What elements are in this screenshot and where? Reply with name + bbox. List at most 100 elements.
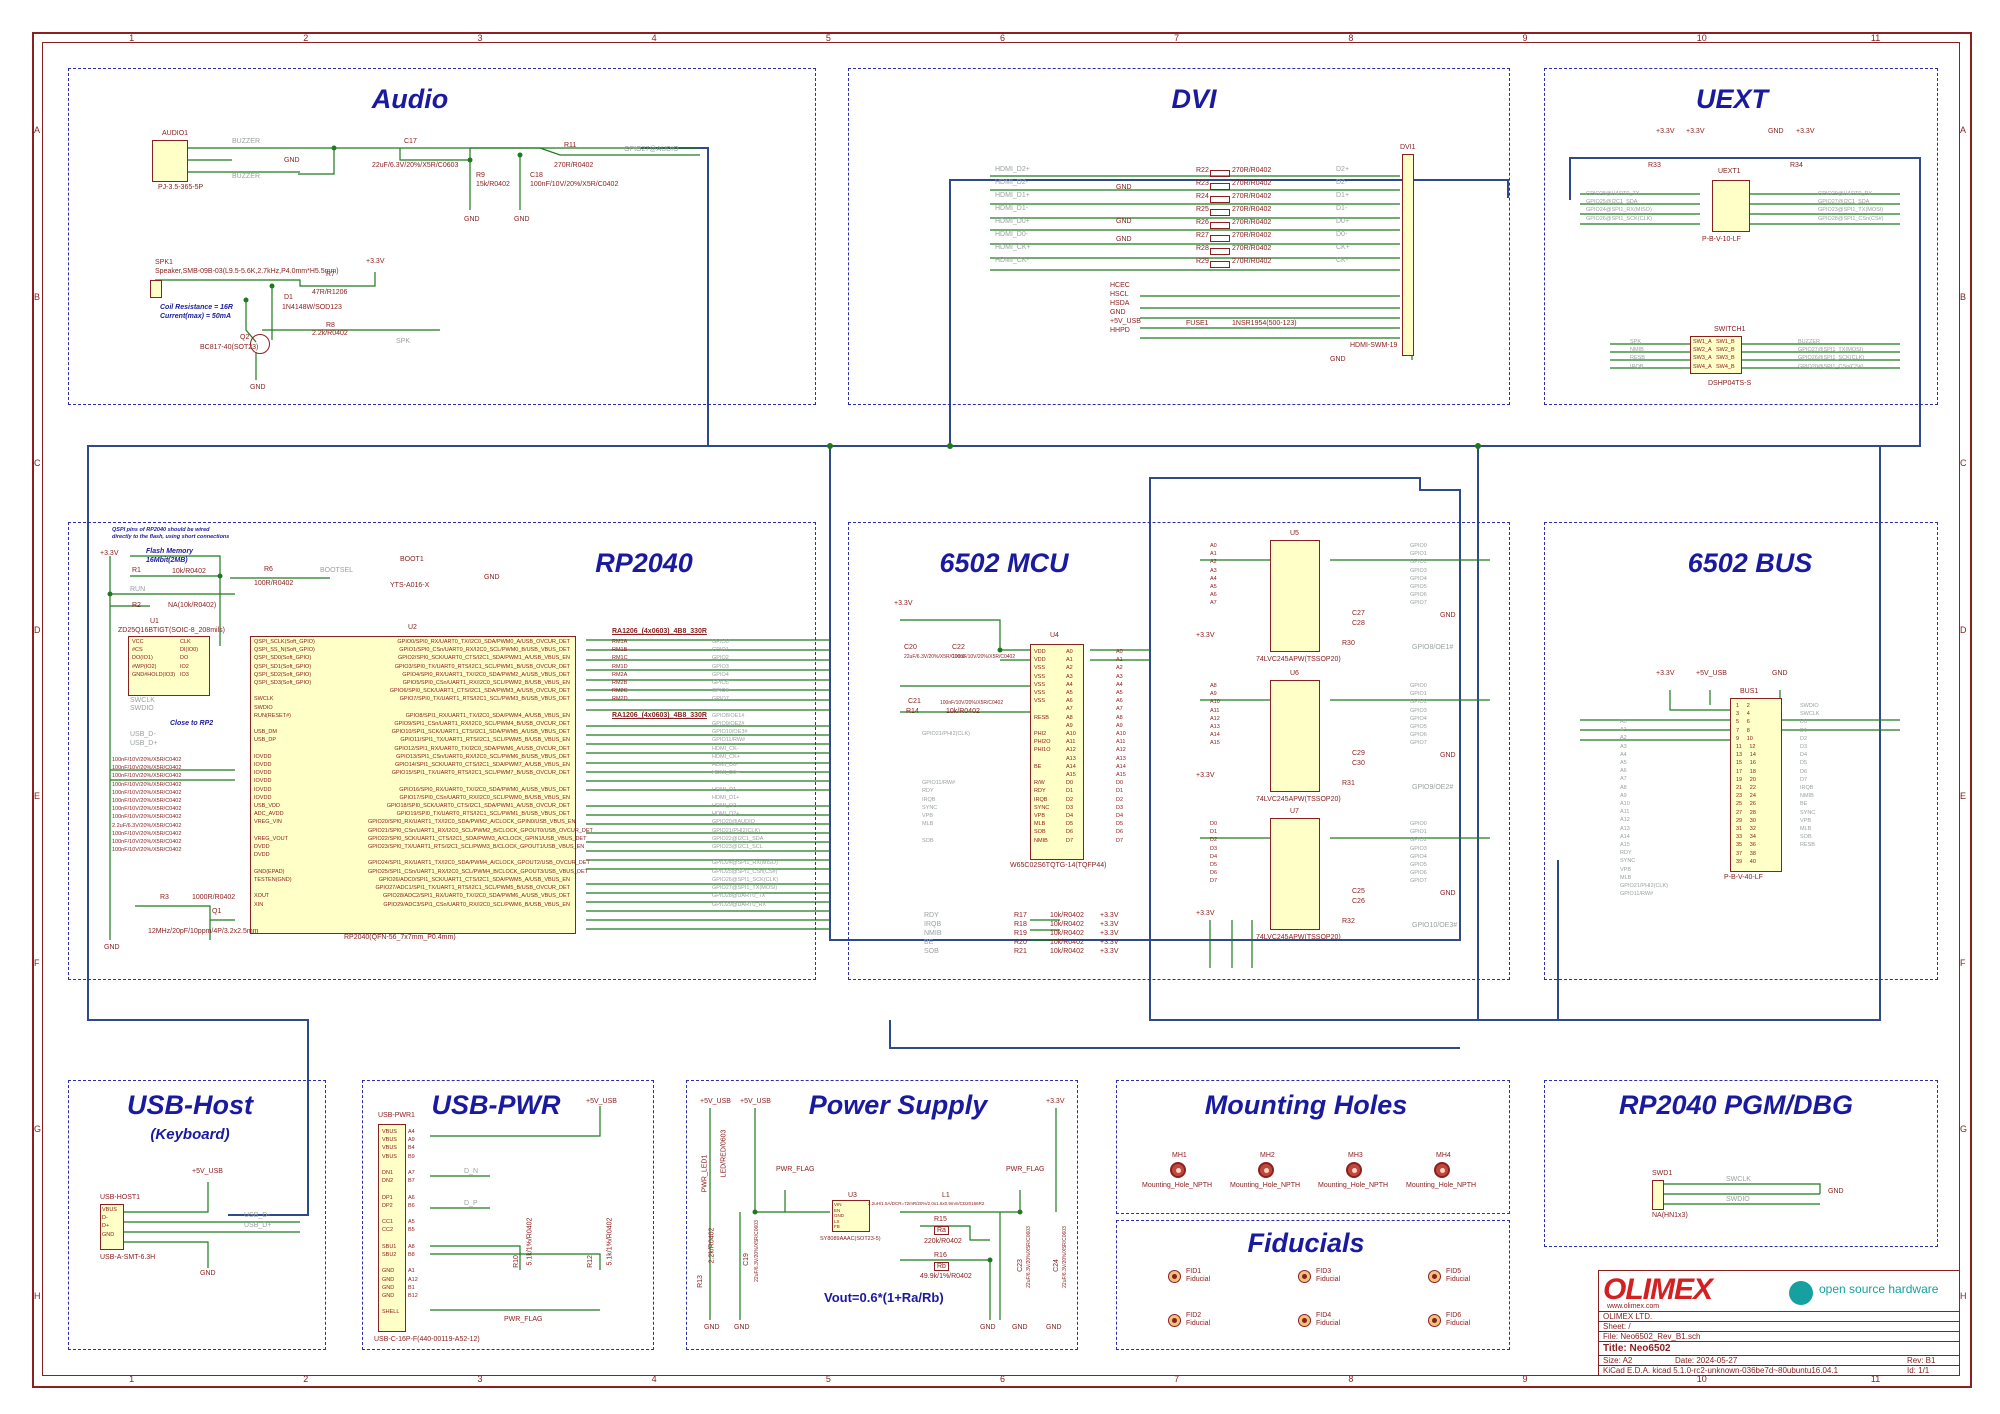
u4-value: W65C02S6TQTG-14(TQFP44) — [1010, 862, 1107, 869]
r15-ref: R15 — [934, 1216, 947, 1223]
rp2040-pin: IOVDD — [254, 786, 272, 793]
bus-net: A6 — [1620, 768, 1627, 775]
crystal-value: 12MHz/20pF/10ppm/4P/3.2x2.5mm — [148, 928, 259, 935]
u4-left-net — [922, 722, 970, 730]
pullup-value: 10k/R0402 — [1050, 948, 1084, 955]
rp2040-pin: QSPI_SS_N(Soft_GPIO) — [254, 647, 315, 654]
section-title-audio: Audio — [371, 84, 449, 114]
c21-ref: C21 — [908, 698, 921, 705]
rp2040-pin: GPIO24/SPI1_RX/UART1_TX/I2C0_SDA/PWM4_A/… — [368, 860, 590, 867]
mounting-hole-value: Mounting_Hole_NPTH — [1230, 1182, 1301, 1189]
usb-c-pin — [382, 1210, 399, 1218]
buffer-net: GPIO1 — [1410, 829, 1427, 836]
decoupling-cap: 100nF/10V/20%/X5R/C0402 — [112, 781, 182, 788]
tb-file: File: Neo6502_Rev_B1.sch — [1599, 1331, 1959, 1341]
u4-left-net: SYNC — [922, 804, 938, 811]
ruler-col-label: 9 — [1522, 33, 1528, 43]
rp2040-pin: QSPI_SD0(Soft_GPIO) — [254, 655, 312, 662]
tb-size-row: Size: A2 Date: 2024-05-27 Rev: B1 — [1599, 1355, 1959, 1365]
buffer-cap-ref: C25 — [1352, 888, 1365, 895]
bus-v5: +5V_USB — [1696, 670, 1727, 677]
section-6502-bus — [1544, 522, 1938, 980]
bus-net: A15 — [1620, 842, 1630, 849]
r14-ref: R14 — [906, 708, 919, 715]
ruler-col-label: 7 — [1174, 33, 1180, 43]
switch-pin: SW1_B — [1716, 339, 1735, 345]
mounting-hole-ref: MH2 — [1260, 1152, 1275, 1159]
buffer-cap-ref: C26 — [1352, 898, 1365, 905]
net-swclk: SWCLK — [130, 697, 155, 704]
usb-host-5v: +5V_USB — [192, 1168, 223, 1175]
uext-v33-b: +3.3V — [1686, 128, 1705, 135]
l1-value: 2.2uH/1.5A/DCR=72mR/20%/2.0x1.6x0.9mm/CD… — [868, 1201, 985, 1206]
usb-c-pin: SBU1 — [382, 1243, 397, 1250]
pullup-net: IRQB — [924, 921, 942, 928]
u1-ref: U1 — [150, 618, 159, 625]
r1-value: 10k/R0402 — [172, 568, 206, 575]
u4-pin: VDD — [1034, 649, 1046, 655]
section-title-rp2040-pgm-dbg: RP2040 PGM/DBG — [1618, 1090, 1854, 1120]
section-fiducials — [1116, 1220, 1510, 1350]
r13-ref: R13 — [696, 1275, 704, 1288]
switch-pin: SW4_A — [1693, 363, 1712, 370]
c19-ref: C19 — [742, 1253, 750, 1266]
bus-net: A9 — [1620, 792, 1627, 799]
usb-host-dm: USB_D- — [244, 1212, 270, 1219]
buffer-value: 74LVC245APW(TSSOP20) — [1256, 934, 1341, 941]
usb-c-pin-number — [408, 1161, 418, 1169]
u4-pin: A4 — [1066, 681, 1073, 688]
ps-5v-b: +5V_USB — [740, 1098, 771, 1105]
u4-net: D5 — [1116, 821, 1124, 828]
u4-left-net — [922, 755, 970, 763]
bus-pin-number: 9 10 — [1736, 735, 1753, 742]
pullup-net: NMIB — [924, 930, 942, 937]
rp2040-pin: GPIO5/SPI0_CSn/UART1_RX/I2C0_SCL/PWM2_B/… — [402, 680, 570, 687]
ps-gnd-4: GND — [1012, 1324, 1028, 1331]
u4-left-net — [922, 673, 970, 681]
buffer-net: A9 — [1210, 691, 1217, 698]
l1-ref: L1 — [942, 1192, 950, 1199]
usb-c-pin-number: A8 — [408, 1243, 415, 1250]
rp2040-pin: DVDD — [254, 844, 270, 851]
dvi-resistor-value: 270R/R0402 — [1232, 180, 1272, 187]
resistor-array-ref: RM2A — [612, 671, 628, 678]
buffer-net: GPIO1 — [1410, 551, 1427, 558]
uext-connector-body — [1712, 180, 1750, 232]
section-power-supply — [686, 1080, 1078, 1350]
close-to-rp2-note: Close to RP2 — [170, 720, 214, 727]
buffer-net: GPIO0 — [1410, 683, 1427, 689]
net-buzzer-2: BUZZER — [232, 173, 260, 180]
rp2040-pin: GPIO14/SPI1_SCK/UART0_CTS/I2C1_SDA/PWM7_… — [394, 762, 570, 769]
buffer-net: GPIO5 — [1410, 584, 1427, 591]
dvi-resistor-ref: R25 — [1196, 206, 1209, 213]
dvi-gnd: GND — [1116, 236, 1132, 243]
r10-value: 5.1k/1%/R0402 — [526, 1217, 534, 1266]
switch-left-net: RESB — [1630, 355, 1645, 362]
r8-value: 2.2k/R0402 — [312, 330, 348, 337]
u3-pin: VIN — [834, 1202, 842, 1207]
c24-ref: C24 — [1052, 1259, 1060, 1272]
u4-left-net — [922, 763, 970, 771]
bus-net: A14 — [1620, 833, 1630, 840]
pullup-net: SOB — [924, 948, 939, 955]
usb-c-pin-number: B6 — [408, 1202, 415, 1209]
resistor-array-ref: RM2D — [612, 696, 628, 703]
rp2040-net: HDMI_D0+ — [712, 770, 740, 777]
vout-formula: Vout=0.6*(1+Ra/Rb) — [824, 1290, 944, 1305]
switch-left-net: IRQB — [1630, 363, 1644, 370]
u4-net: D1 — [1116, 788, 1124, 795]
buffer-res-ref: R31 — [1342, 780, 1355, 787]
u4-net: A13 — [1116, 755, 1126, 762]
decoupling-cap: 100nF/10V/20%/X5R/C0402 — [112, 839, 182, 846]
audio-jack-symbol — [152, 140, 188, 182]
fiducial-value: Fiducial — [1446, 1320, 1471, 1327]
rp2040-pin: GPIO0/SPI0_RX/UART0_TX/I2C0_SDA/PWM0_A/U… — [397, 639, 570, 645]
c19-value: 22uF/6.3V/20%/X5R/C0603 — [753, 1220, 760, 1282]
rp2040-net: GPIO9/OE2# — [712, 721, 745, 728]
u4-left-net: GPIO21/PHI2(CLK) — [922, 731, 970, 738]
bus-connector-ref: BUS1 — [1740, 688, 1759, 695]
v33-audio: +3.3V — [366, 258, 385, 265]
resistor-symbol — [1210, 183, 1230, 190]
